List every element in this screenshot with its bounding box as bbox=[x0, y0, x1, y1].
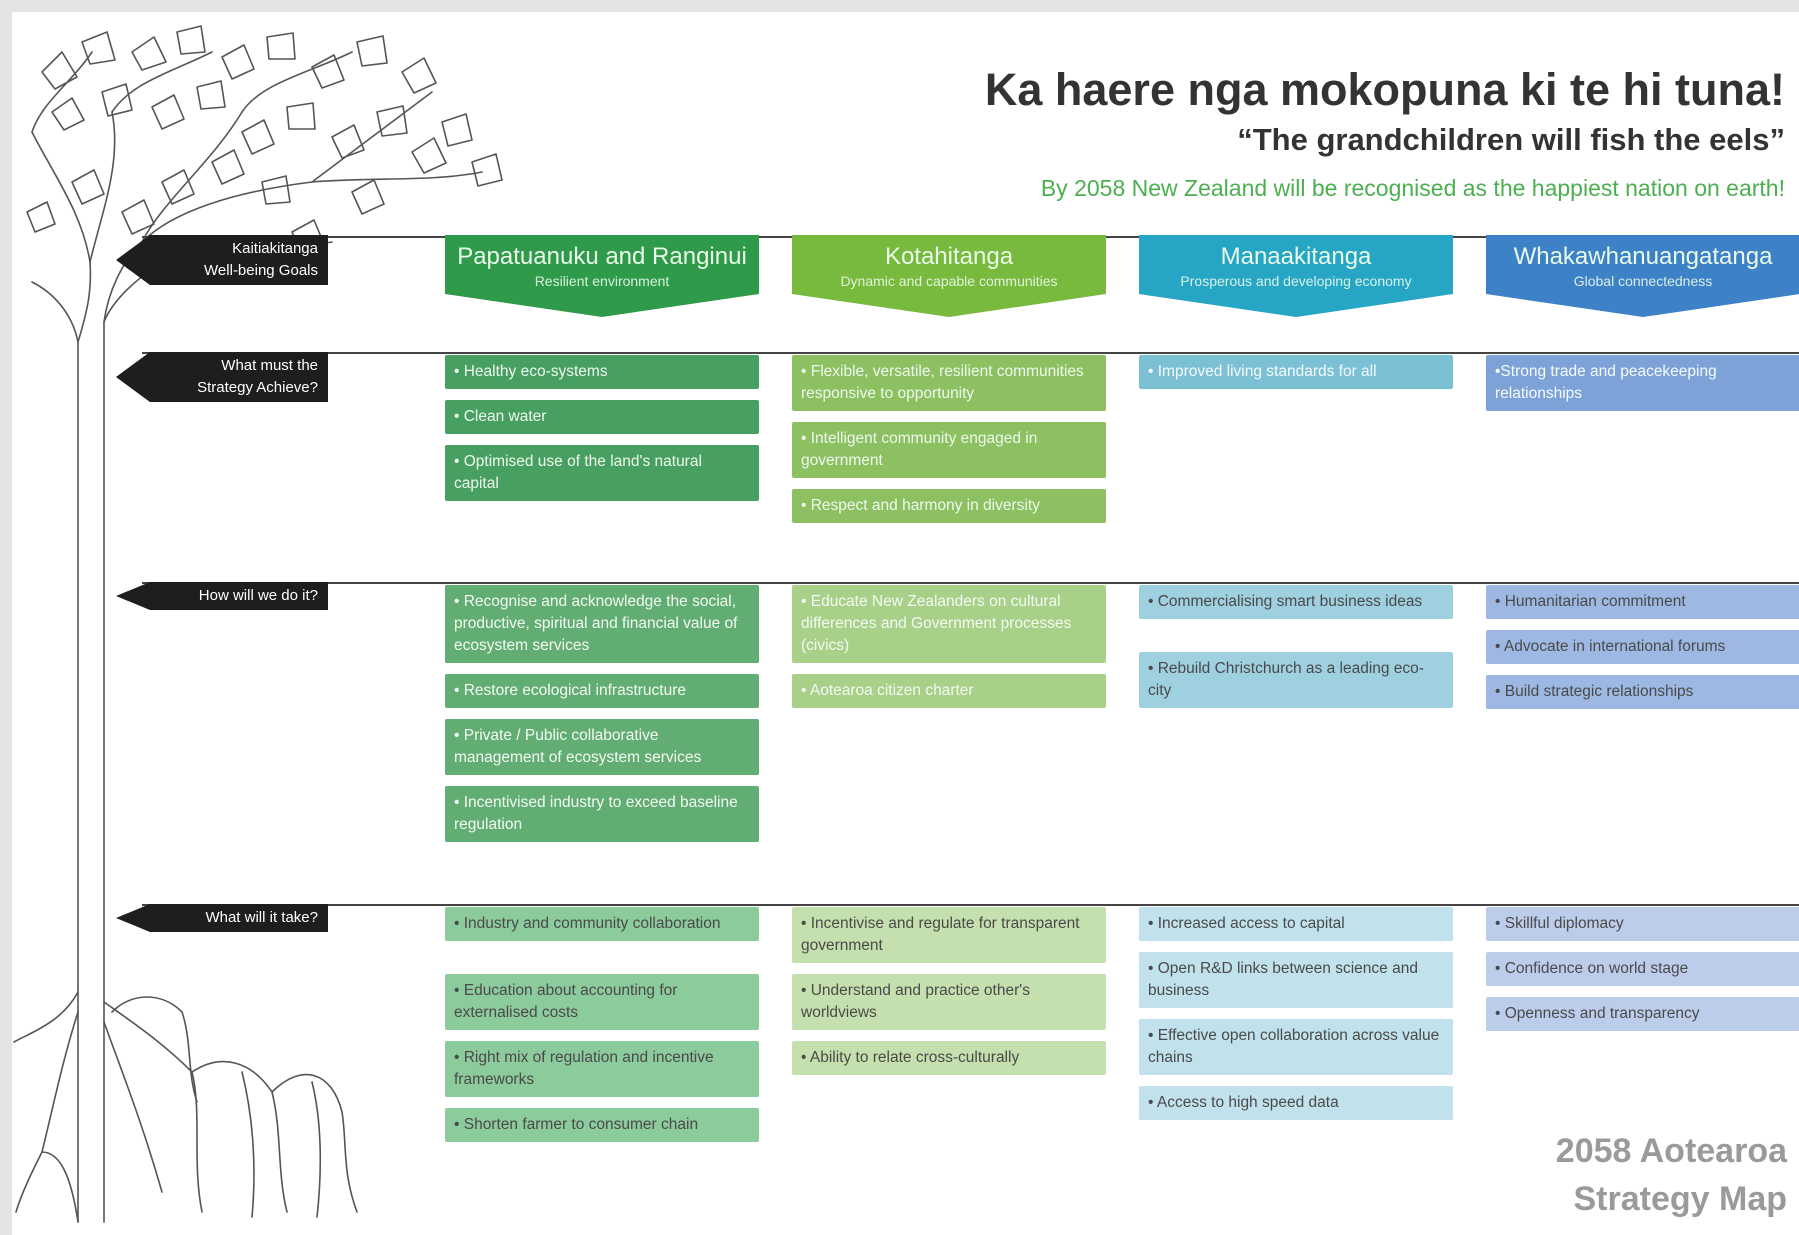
how-item: • Humanitarian commitment bbox=[1486, 585, 1799, 619]
take-item: • Understand and practice other's worldv… bbox=[792, 974, 1106, 1030]
take-item: • Shorten farmer to consumer chain bbox=[445, 1108, 759, 1142]
take-item: • Education about accounting for externa… bbox=[445, 974, 759, 1030]
achieve-item: • Clean water bbox=[445, 400, 759, 434]
achieve-item: •Strong trade and peacekeeping relations… bbox=[1486, 355, 1799, 411]
goal-name: Manaakitanga bbox=[1220, 243, 1372, 270]
goal-subtitle: Global connectedness bbox=[1573, 273, 1713, 289]
row-label: Kaitiakitanga Well-being Goals bbox=[116, 235, 328, 285]
achieve-item: • Healthy eco-systems bbox=[445, 355, 759, 389]
how-item: • Commercialising smart business ideas bbox=[1139, 585, 1453, 619]
take-item: • Skillful diplomacy bbox=[1486, 907, 1799, 941]
page-title: Ka haere nga mokopuna ki te hi tuna! bbox=[984, 64, 1785, 115]
take-item: • Confidence on world stage bbox=[1486, 952, 1799, 986]
goal-subtitle: Resilient environment bbox=[534, 273, 670, 289]
footer: 2058 Aotearoa Strategy Map bbox=[1556, 1127, 1787, 1223]
how-item: • Rebuild Christchurch as a leading eco-… bbox=[1139, 652, 1453, 708]
how-item: • Advocate in international forums bbox=[1486, 630, 1799, 664]
row-divider bbox=[142, 582, 1799, 584]
take-item: • Open R&D links between science and bus… bbox=[1139, 952, 1453, 1008]
tree-illustration bbox=[13, 25, 503, 1223]
footer-line-1: 2058 Aotearoa bbox=[1555, 1132, 1787, 1170]
achieve-item: • Optimised use of the land's natural ca… bbox=[445, 445, 759, 501]
achieve-item: • Flexible, versatile, resilient communi… bbox=[792, 355, 1106, 411]
take-item: • Access to high speed data bbox=[1139, 1086, 1453, 1120]
vision-statement: By 2058 New Zealand will be recognised a… bbox=[1040, 175, 1785, 201]
goal-name: Papatuanuku and Ranginui bbox=[457, 243, 747, 270]
how-item: • Build strategic relationships bbox=[1486, 675, 1799, 709]
strategy-map-canvas: Ka haere nga mokopuna ki te hi tuna! “Th… bbox=[12, 12, 1799, 1235]
take-item: • Effective open collaboration across va… bbox=[1139, 1019, 1453, 1075]
how-item: • Restore ecological infrastructure bbox=[445, 674, 759, 708]
goal-subtitle: Dynamic and capable communities bbox=[840, 273, 1058, 289]
page-subtitle: “The grandchildren will fish the eels” bbox=[1237, 122, 1785, 157]
goal-name: Kotahitanga bbox=[884, 243, 1014, 270]
take-item: • Ability to relate cross-culturally bbox=[792, 1041, 1106, 1075]
goal-subtitle: Prosperous and developing economy bbox=[1180, 273, 1412, 289]
achieve-item: • Respect and harmony in diversity bbox=[792, 489, 1106, 523]
row-divider bbox=[142, 904, 1799, 906]
row-label: How will we do it? bbox=[116, 582, 328, 610]
take-item: • Openness and transparency bbox=[1486, 997, 1799, 1031]
row-label: What will it take? bbox=[116, 904, 328, 932]
how-item: • Incentivised industry to exceed baseli… bbox=[445, 786, 759, 842]
take-item: • Incentivise and regulate for transpare… bbox=[792, 907, 1106, 963]
achieve-item: • Improved living standards for all bbox=[1139, 355, 1453, 389]
take-item: • Industry and community collaboration bbox=[445, 907, 759, 941]
goal-name: Whakawhanuangatanga bbox=[1513, 243, 1773, 270]
row-label: What must the Strategy Achieve? bbox=[116, 352, 328, 402]
how-item: • Recognise and acknowledge the social, … bbox=[445, 585, 759, 663]
how-item: • Aotearoa citizen charter bbox=[792, 674, 1106, 708]
how-item: • Private / Public collaborative managem… bbox=[445, 719, 759, 775]
row-divider bbox=[142, 352, 1799, 354]
how-item: • Educate New Zealanders on cultural dif… bbox=[792, 585, 1106, 663]
achieve-item: • Intelligent community engaged in gover… bbox=[792, 422, 1106, 478]
take-item: • Right mix of regulation and incentive … bbox=[445, 1041, 759, 1097]
take-item: • Increased access to capital bbox=[1139, 907, 1453, 941]
footer-line-2: Strategy Map bbox=[1573, 1180, 1788, 1218]
